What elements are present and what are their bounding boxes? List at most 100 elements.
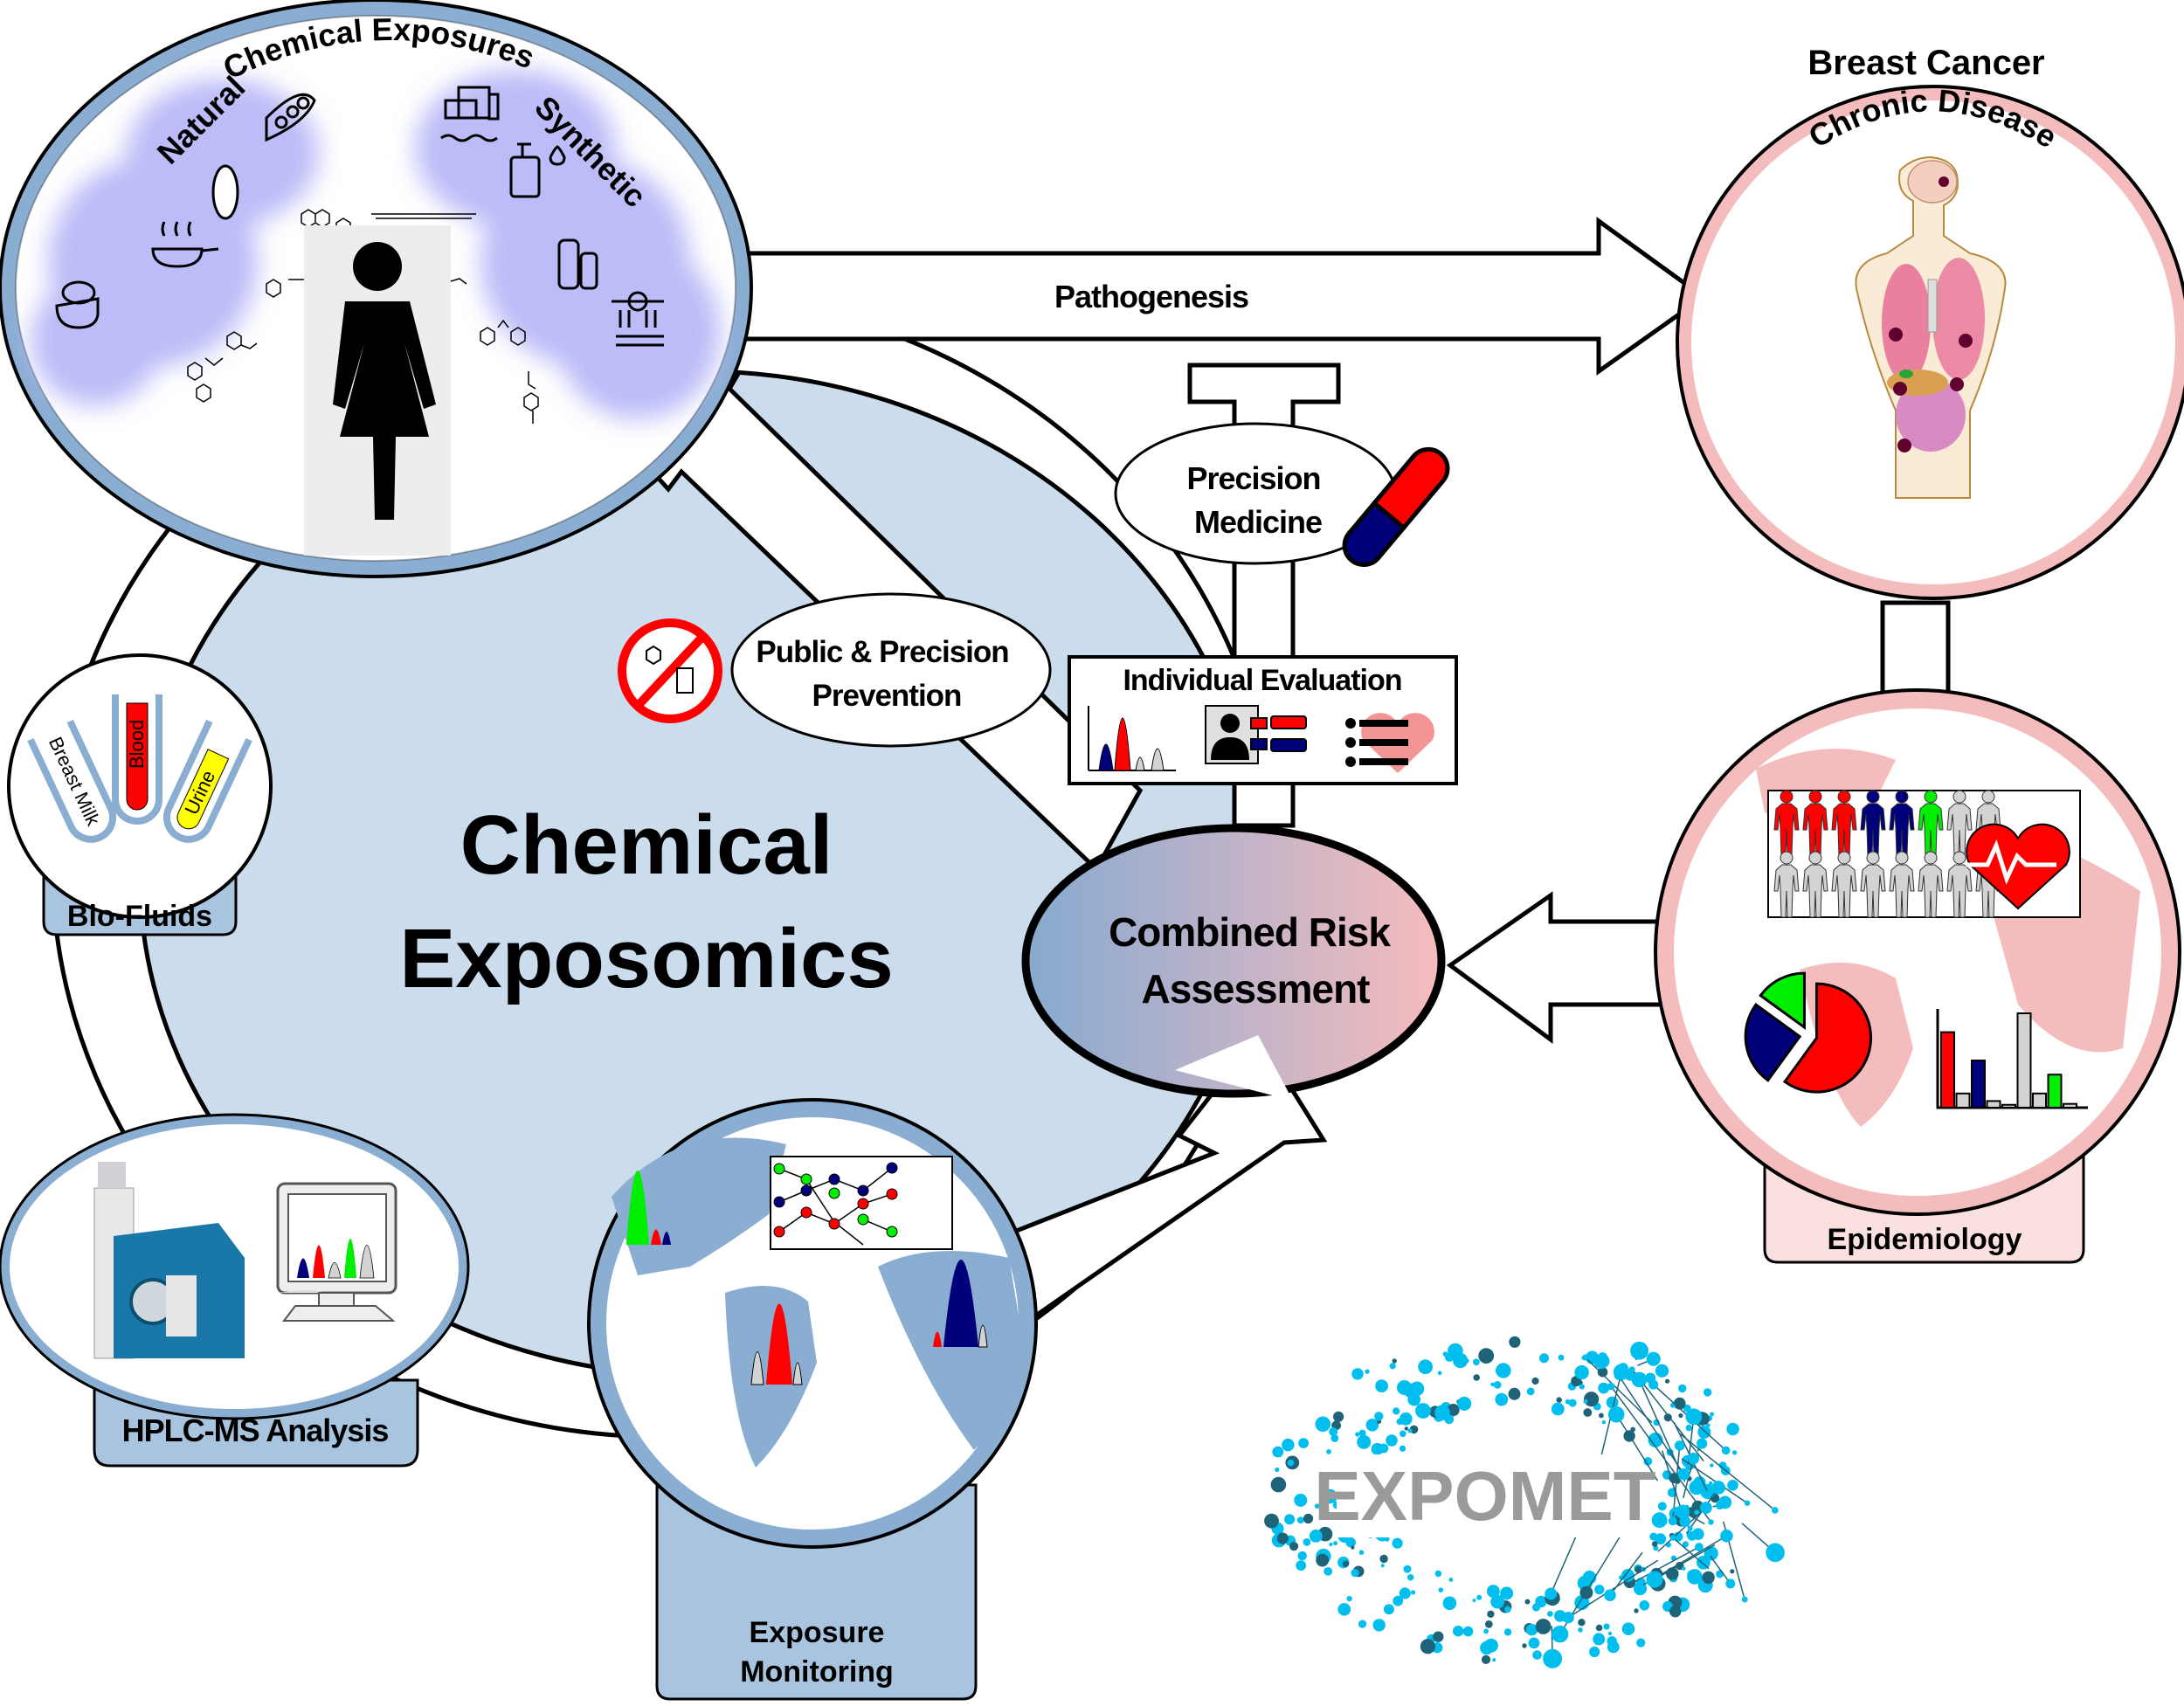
logo-network-edge xyxy=(1638,1379,1686,1482)
logo-network-node xyxy=(1607,1382,1615,1391)
logo-dot xyxy=(1316,1553,1330,1567)
logo-network-node xyxy=(1604,1589,1616,1601)
logo-dot xyxy=(1682,1541,1689,1548)
logo-dot xyxy=(1418,1359,1433,1375)
bar xyxy=(1955,1092,1971,1109)
blood-label: Blood xyxy=(126,720,148,769)
logo-dot xyxy=(1333,1541,1338,1546)
logo-dot xyxy=(1289,1542,1299,1551)
bar xyxy=(2063,1102,2077,1109)
logo-dot xyxy=(1568,1399,1577,1407)
exposure-monitoring-line1: Exposure xyxy=(750,1616,885,1649)
logo-dot xyxy=(1599,1412,1604,1419)
logo-dot xyxy=(1678,1384,1687,1393)
logo-dot xyxy=(1270,1476,1287,1493)
logo-dot xyxy=(1438,1587,1444,1592)
logo-dot xyxy=(1383,1604,1394,1615)
logo-network-node xyxy=(1699,1502,1712,1514)
logo-dot xyxy=(1399,1412,1413,1426)
logo-dot xyxy=(1372,1619,1386,1632)
logo-dot xyxy=(1657,1502,1667,1511)
individual-evaluation-title: Individual Evaluation xyxy=(1123,664,1401,697)
logo-dot xyxy=(1689,1480,1704,1495)
logo-dot xyxy=(1643,1457,1653,1466)
exposure-monitoring-line2: Monitoring xyxy=(740,1655,894,1689)
logo-dot xyxy=(1492,1658,1496,1662)
logo-dot xyxy=(1528,1637,1540,1649)
logo-dot xyxy=(1678,1412,1683,1419)
logo-dot xyxy=(1551,1402,1565,1416)
logo-dot xyxy=(1400,1430,1406,1438)
logo-network-edge xyxy=(1679,1433,1776,1511)
logo-dot xyxy=(1346,1595,1352,1602)
logo-network-node xyxy=(1687,1453,1700,1465)
cosmetic-bottle-icon xyxy=(509,142,566,198)
logo-network-node xyxy=(1685,1408,1703,1426)
combined-risk-line2: Assessment xyxy=(1141,966,1370,1012)
logo-dot xyxy=(1664,1378,1670,1384)
logo-dot xyxy=(1535,1619,1552,1634)
logo-text-backing xyxy=(1337,1454,1634,1537)
logo-dot xyxy=(1415,1403,1431,1419)
exposure-monitoring-tab xyxy=(655,1483,978,1701)
logo-network-node xyxy=(1725,1578,1736,1589)
logo-dot xyxy=(1522,1643,1527,1648)
logo-dot xyxy=(1342,1560,1350,1567)
logo-dot xyxy=(1730,1569,1735,1574)
logo-network-edge xyxy=(1653,1384,1690,1419)
logo-dot xyxy=(1630,1426,1635,1433)
logo-dot xyxy=(1476,1594,1482,1600)
public-prevention-line1: Public & Precision xyxy=(756,635,1008,669)
public-prevention-line2: Prevention xyxy=(812,679,962,713)
logo-dot xyxy=(1358,1550,1365,1555)
logo-dot xyxy=(1393,1407,1400,1415)
logo-network-edge xyxy=(1654,1544,1716,1580)
logo-dot xyxy=(1276,1532,1289,1544)
crop-duster-plane-icon xyxy=(612,291,664,347)
logo-dot xyxy=(1324,1567,1333,1576)
logo-dot xyxy=(1710,1463,1714,1468)
logo-dot xyxy=(1392,1537,1403,1549)
logo-dot xyxy=(1412,1382,1424,1394)
precision-medicine-line1: Precision xyxy=(1186,460,1320,496)
computer-monitor-chromatogram-icon xyxy=(276,1182,397,1322)
corn-icon xyxy=(211,164,239,220)
logo-dot xyxy=(1687,1569,1703,1585)
logo-network-node xyxy=(1741,1596,1748,1603)
logo-dot xyxy=(1385,1537,1390,1542)
logo-network-edge xyxy=(1615,1413,1659,1482)
logo-dot xyxy=(1710,1412,1715,1417)
logo-dot xyxy=(1379,1554,1388,1564)
logo-dot xyxy=(1433,1631,1444,1642)
logo-dot xyxy=(1358,1620,1367,1628)
logo-dot xyxy=(1358,1429,1366,1437)
logo-network-node xyxy=(1772,1507,1779,1514)
logo-dot xyxy=(1404,1426,1409,1431)
logo-dot xyxy=(1303,1538,1311,1546)
logo-dot xyxy=(1578,1619,1586,1627)
logo-dot xyxy=(1481,1654,1491,1664)
logo-dot xyxy=(1355,1432,1360,1437)
logo-dot xyxy=(1578,1627,1583,1633)
logo-dot xyxy=(1525,1624,1538,1636)
bar xyxy=(2032,1092,2047,1109)
logo-dot xyxy=(1669,1606,1682,1618)
logo-network-node xyxy=(1582,1354,1589,1361)
logo-dot xyxy=(1407,1574,1414,1581)
logo-dot xyxy=(1685,1424,1692,1432)
logo-network-node xyxy=(1543,1648,1563,1668)
center-title-line2: Exposomics xyxy=(399,912,894,1005)
epidemiology-label: Epidemiology xyxy=(1828,1223,2022,1256)
expomet-logo: EXPOMET xyxy=(1264,1336,1785,1668)
logo-network-node xyxy=(1545,1587,1558,1600)
logo-dot xyxy=(1357,1434,1372,1449)
logo-dot xyxy=(1333,1513,1337,1517)
heart-rate-icon xyxy=(1966,823,2070,910)
chronic-disease-node: Chronic Disease xyxy=(1676,82,2184,600)
logo-dot xyxy=(1447,1404,1460,1417)
logo-dot xyxy=(1329,1427,1338,1436)
logo-network-node xyxy=(1669,1534,1676,1541)
logo-network-node xyxy=(1694,1543,1704,1551)
logo-dot xyxy=(1531,1377,1539,1385)
logo-dot xyxy=(1386,1434,1398,1447)
